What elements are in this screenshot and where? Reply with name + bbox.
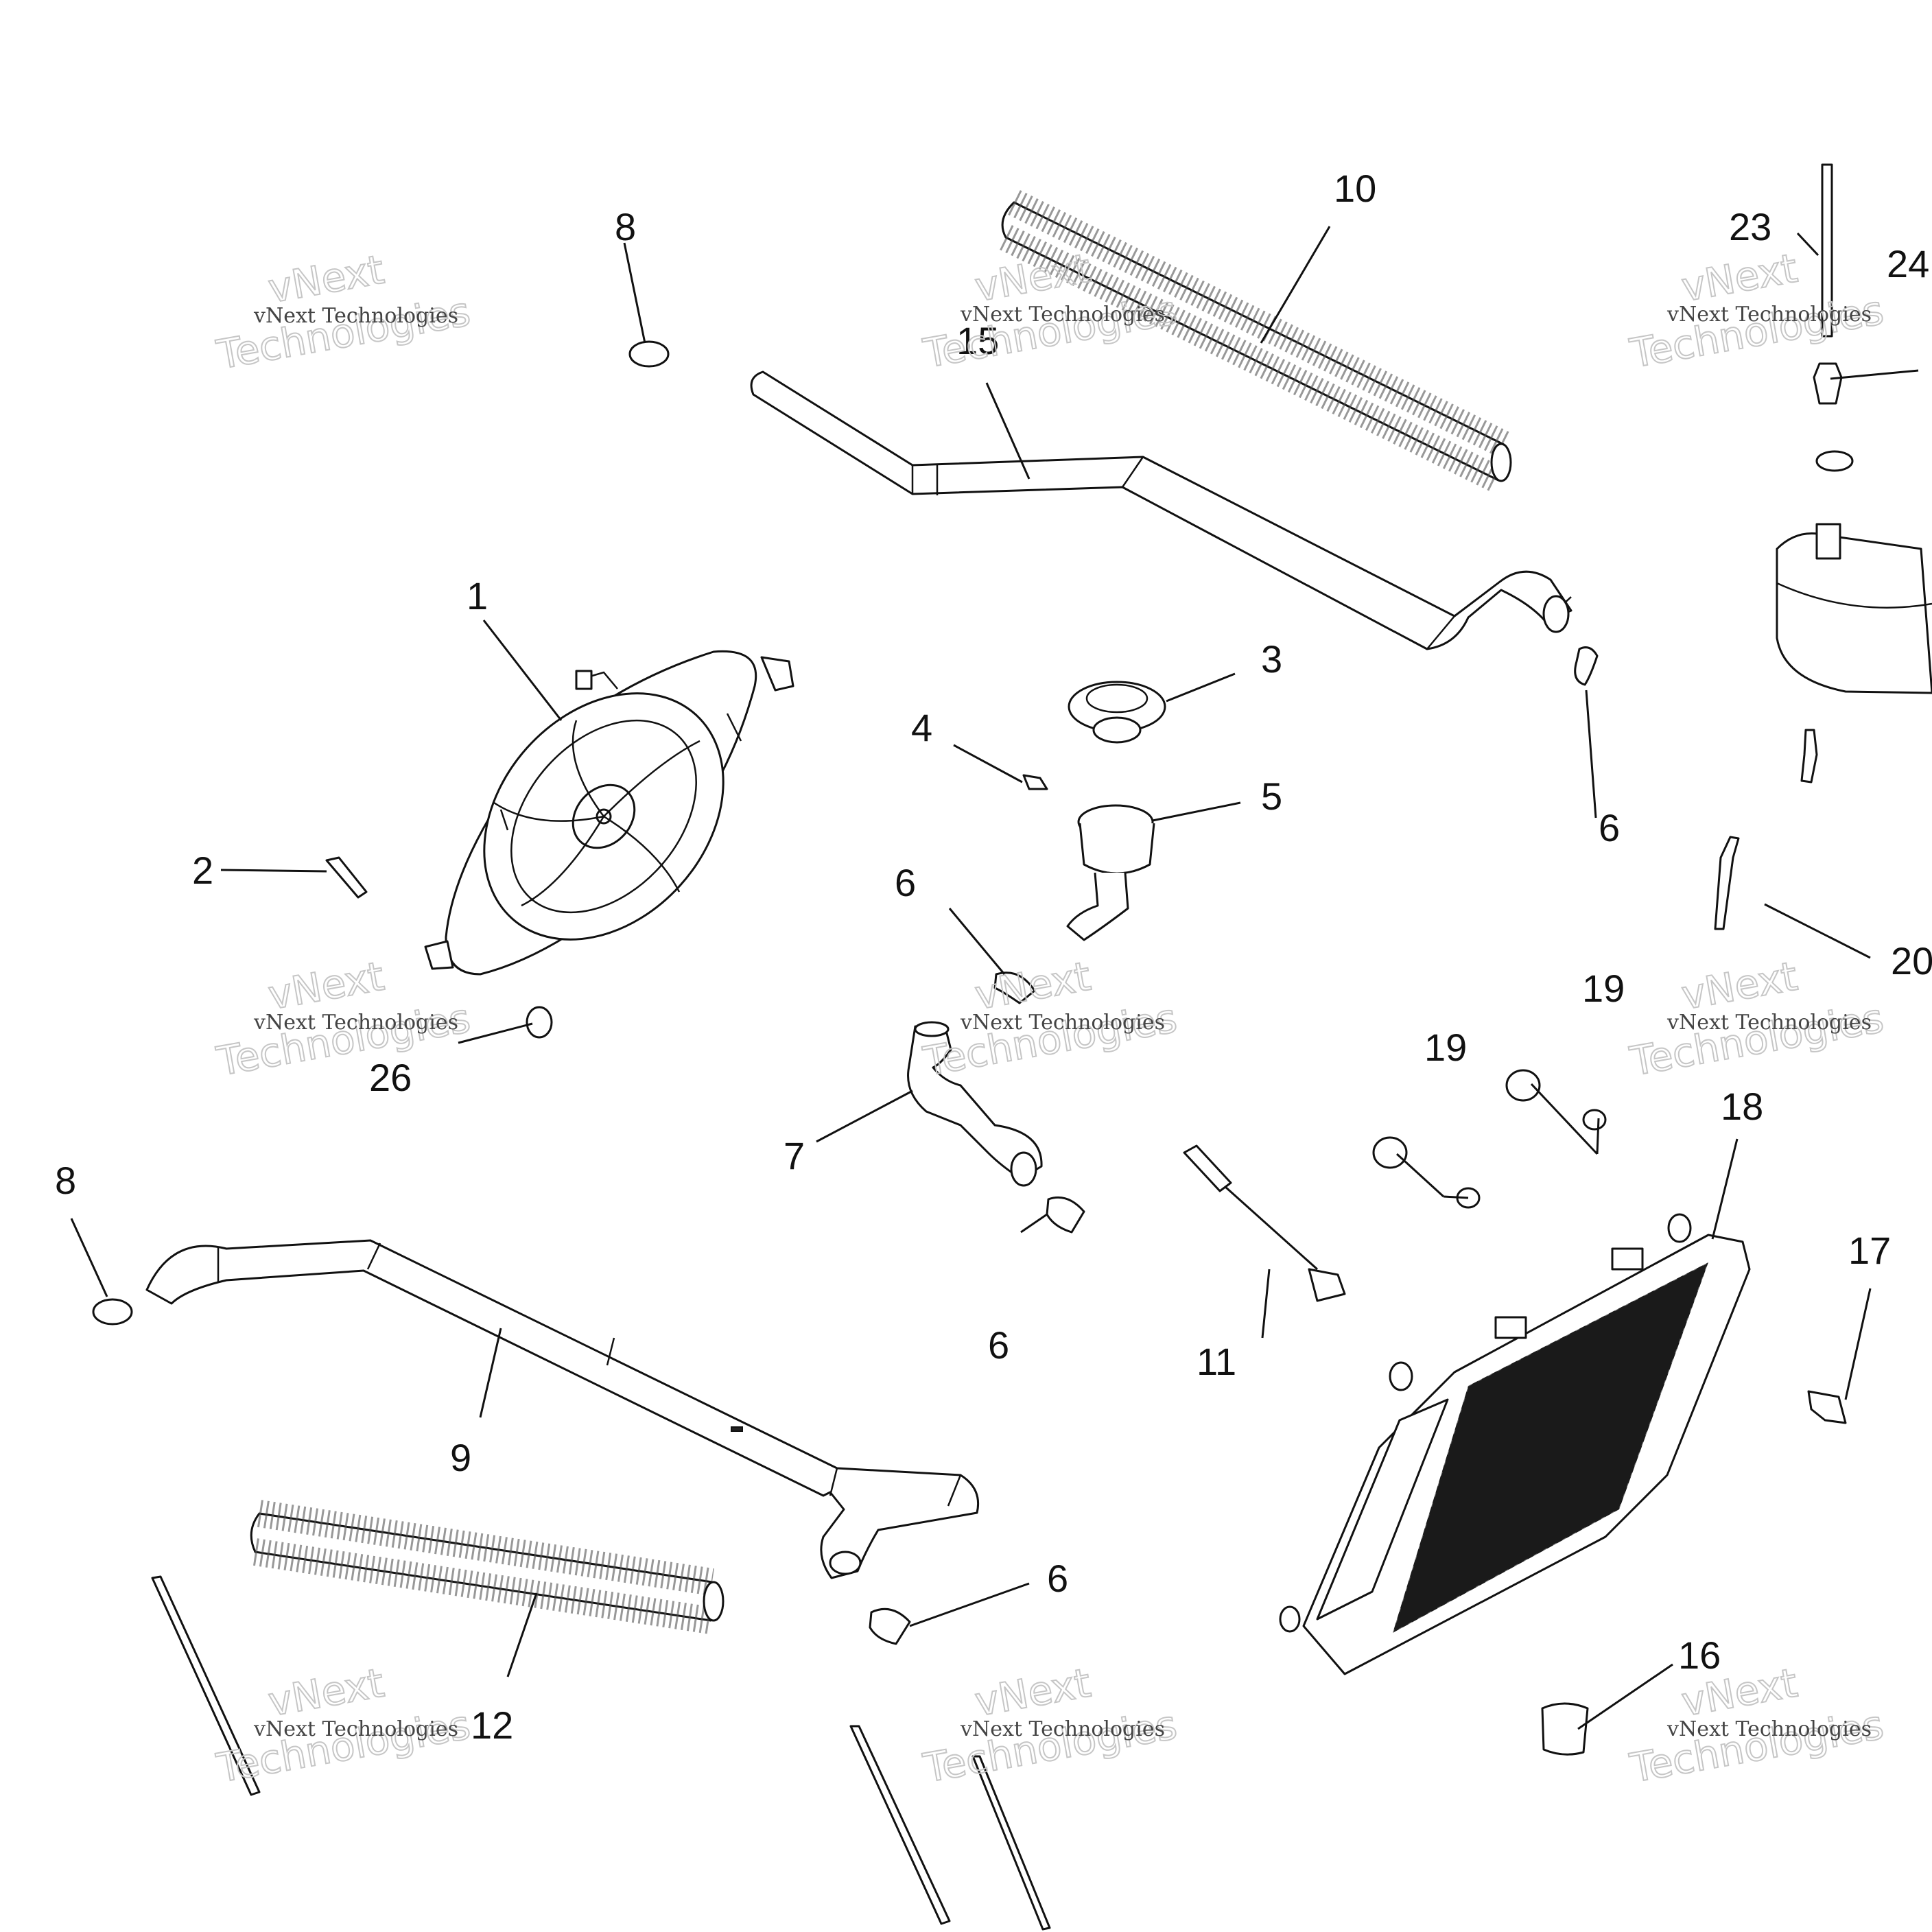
svg-text:vNext Technologies: vNext Technologies [960,303,1165,327]
part-18-radiator [1279,1213,1751,1675]
part-17-bolt [1807,1390,1847,1424]
part-8-clamp-left [92,1298,133,1326]
part-4-bolt [1022,774,1048,790]
svg-text:Technologies: Technologies [213,1701,474,1792]
svg-text:vNext Technologies: vNext Technologies [253,1717,458,1741]
part-12-corrugated-sleeve [250,1500,724,1634]
svg-text:vNext Technologies: vNext Technologies [960,1011,1165,1035]
svg-text:Technologies: Technologies [920,287,1181,377]
callout-16: 16 [1678,1634,1721,1677]
svg-text:Technologies: Technologies [213,288,474,379]
svg-text:vNext: vNext [265,246,388,312]
svg-text:vNext: vNext [1678,245,1801,311]
callout-5: 5 [1261,775,1282,818]
svg-text:vNext: vNext [971,1660,1094,1725]
svg-text:Technologies: Technologies [1627,1701,1887,1792]
part-19-grommet-a [1505,1069,1541,1102]
part-7-elbow-hose [907,1021,1043,1187]
callout-1: 1 [467,574,488,617]
part-11-temp-sensor [1183,1144,1346,1302]
svg-text:Technologies: Technologies [1627,287,1887,377]
callout-2: 2 [192,849,213,892]
part-8-clamp-top [628,340,670,368]
part-10-corrugated-sleeve [1000,190,1512,493]
part-6-clamp-c [1046,1196,1085,1234]
callout-12: 12 [471,1704,513,1747]
o-ring [1815,450,1854,472]
svg-text:vNext: vNext [971,953,1094,1019]
callout-17: 17 [1848,1229,1891,1272]
svg-text:Technologies: Technologies [213,995,474,1085]
callout-8b: 8 [55,1159,76,1202]
part-23-rod [1821,163,1833,338]
part-6-clamp-b [993,971,1036,1004]
callout-19b: 19 [1424,1026,1467,1069]
svg-text:vNext Technologies: vNext Technologies [253,304,458,328]
callout-9: 9 [450,1436,471,1479]
small-parts [92,163,1854,1931]
svg-text:Technologies: Technologies [920,995,1181,1085]
callout-23: 23 [1729,205,1771,248]
svg-text:vNext Technologies: vNext Technologies [1666,1717,1872,1741]
part-16-bushing [1541,1702,1589,1756]
part-6-clamp-a [1574,646,1599,686]
part-26-spacer [526,1006,553,1039]
svg-text:vNext: vNext [971,245,1094,311]
callout-4: 4 [911,706,932,749]
callout-18: 18 [1721,1085,1763,1128]
cable-tie-left [151,1575,261,1796]
part-9-lower-hose [145,1239,980,1579]
svg-text:Technologies: Technologies [920,1701,1181,1792]
callout-11: 11 [1197,1340,1236,1383]
callout-26: 26 [369,1056,412,1099]
part-15-upper-hose [750,370,1572,650]
callout-6d: 6 [1047,1557,1068,1600]
part-24-cap [1813,362,1843,405]
part-19-grommet-b [1372,1136,1408,1169]
part-5-filler-neck [1066,804,1155,941]
svg-text:Technologies: Technologies [1627,995,1887,1085]
part-6-clamp-d [869,1607,911,1645]
callout-20: 20 [1891,939,1932,982]
svg-text:vNext: vNext [1678,953,1801,1019]
callout-7: 7 [784,1134,805,1177]
callout-3: 3 [1261,637,1282,681]
hose-fitting [1800,729,1818,784]
leader-lines [70,226,1919,1730]
svg-text:vNext Technologies: vNext Technologies [1666,303,1872,327]
callout-8a: 8 [615,205,636,248]
callout-10: 10 [1334,167,1376,210]
callout-6c: 6 [988,1323,1009,1367]
callout-19a: 19 [1582,967,1625,1010]
callout-24: 24 [1887,242,1929,285]
callout-15: 15 [956,319,999,362]
svg-text:vNext: vNext [265,953,388,1019]
callout-6b: 6 [895,861,916,904]
svg-text:vNext: vNext [265,1660,388,1725]
svg-text:vNext Technologies: vNext Technologies [253,1011,458,1035]
cable-tie-right [971,1755,1051,1931]
callout-6a: 6 [1599,806,1620,849]
cable-tie-mid [849,1725,951,1925]
part-2-bolt [325,856,368,899]
part-20-tube [1714,836,1740,930]
coolant-reservoir [1776,523,1932,694]
callout-labels: 1 2 3 4 5 6 6 6 6 7 8 8 9 10 11 12 15 16… [55,167,1932,1747]
part-1-fan-assembly [424,650,794,976]
svg-text:vNext Technologies: vNext Technologies [1666,1011,1872,1035]
svg-text:vNext Technologies: vNext Technologies [960,1717,1165,1741]
